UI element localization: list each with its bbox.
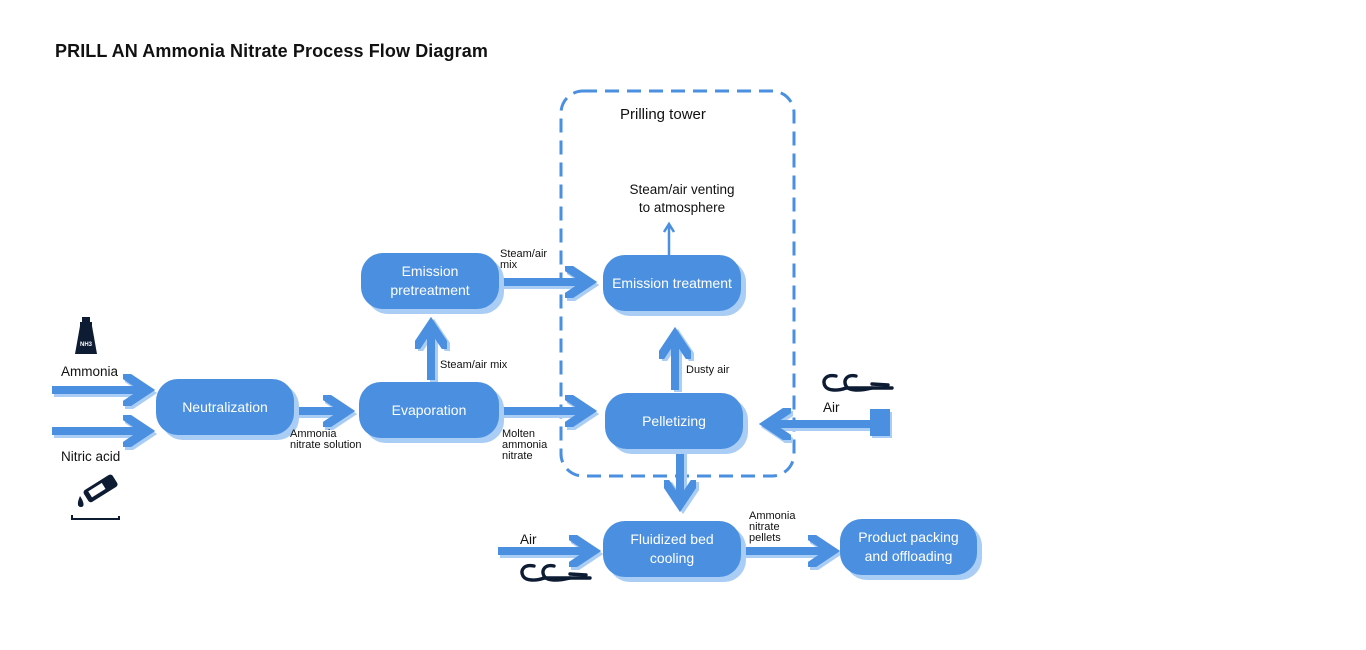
venting-arrow — [662, 221, 676, 256]
label-air-bottom: Air — [520, 532, 537, 547]
label-steam-air-mix-right: Steam/air mix — [500, 248, 548, 271]
arrows — [52, 282, 829, 551]
label-ammonia-nitrate-pellets: Ammonia nitrate pellets — [749, 510, 796, 544]
node-evaporation-label: Evaporation — [391, 401, 467, 418]
label-dusty-air: Dusty air — [686, 364, 730, 376]
label-air-right: Air — [823, 400, 840, 415]
label-steam-air-mix-up: Steam/air mix — [440, 359, 508, 371]
acid-spill-icon — [71, 474, 120, 520]
node-neutralization[interactable]: Neutralization — [156, 379, 294, 435]
label-ammonia: Ammonia — [61, 364, 119, 379]
label-molten-ammonia-nitrate: Molten ammonia nitrate — [502, 428, 548, 462]
node-evaporation[interactable]: Evaporation — [359, 382, 499, 438]
wind-icon-bottom — [520, 563, 592, 582]
node-fluidized-bed-cooling[interactable]: Fluidized bed cooling — [603, 521, 741, 577]
wind-icon — [822, 373, 894, 392]
label-venting: Steam/air venting to atmosphere — [629, 182, 735, 215]
node-emission-treatment-label: Emission treatment — [612, 274, 732, 291]
label-nitric-acid: Nitric acid — [61, 449, 121, 464]
node-pelletizing[interactable]: Pelletizing — [605, 393, 743, 449]
diagram-title: PRILL AN Ammonia Nitrate Process Flow Di… — [55, 41, 488, 61]
ammonia-bottle-label: NH3 — [80, 342, 93, 348]
arrow-air-to-pelletizing — [770, 409, 892, 438]
prilling-tower-label: Prilling tower — [620, 106, 706, 123]
node-fluidized-bed-cooling-label: Fluidized bed cooling — [630, 531, 714, 566]
node-pelletizing-label: Pelletizing — [642, 412, 706, 429]
node-neutralization-label: Neutralization — [182, 398, 268, 415]
label-ammonia-nitrate-solution: Ammonia nitrate solution — [290, 428, 362, 451]
node-product-packing[interactable]: Product packing and offloading — [840, 519, 977, 575]
ammonia-bottle-icon: NH3 — [75, 317, 97, 354]
node-emission-treatment[interactable]: Emission treatment — [603, 255, 741, 311]
node-emission-pretreatment[interactable]: Emission pretreatment — [361, 253, 499, 309]
node-product-packing-label: Product packing and offloading — [858, 529, 959, 564]
node-emission-pretreatment-label: Emission pretreatment — [390, 263, 470, 298]
